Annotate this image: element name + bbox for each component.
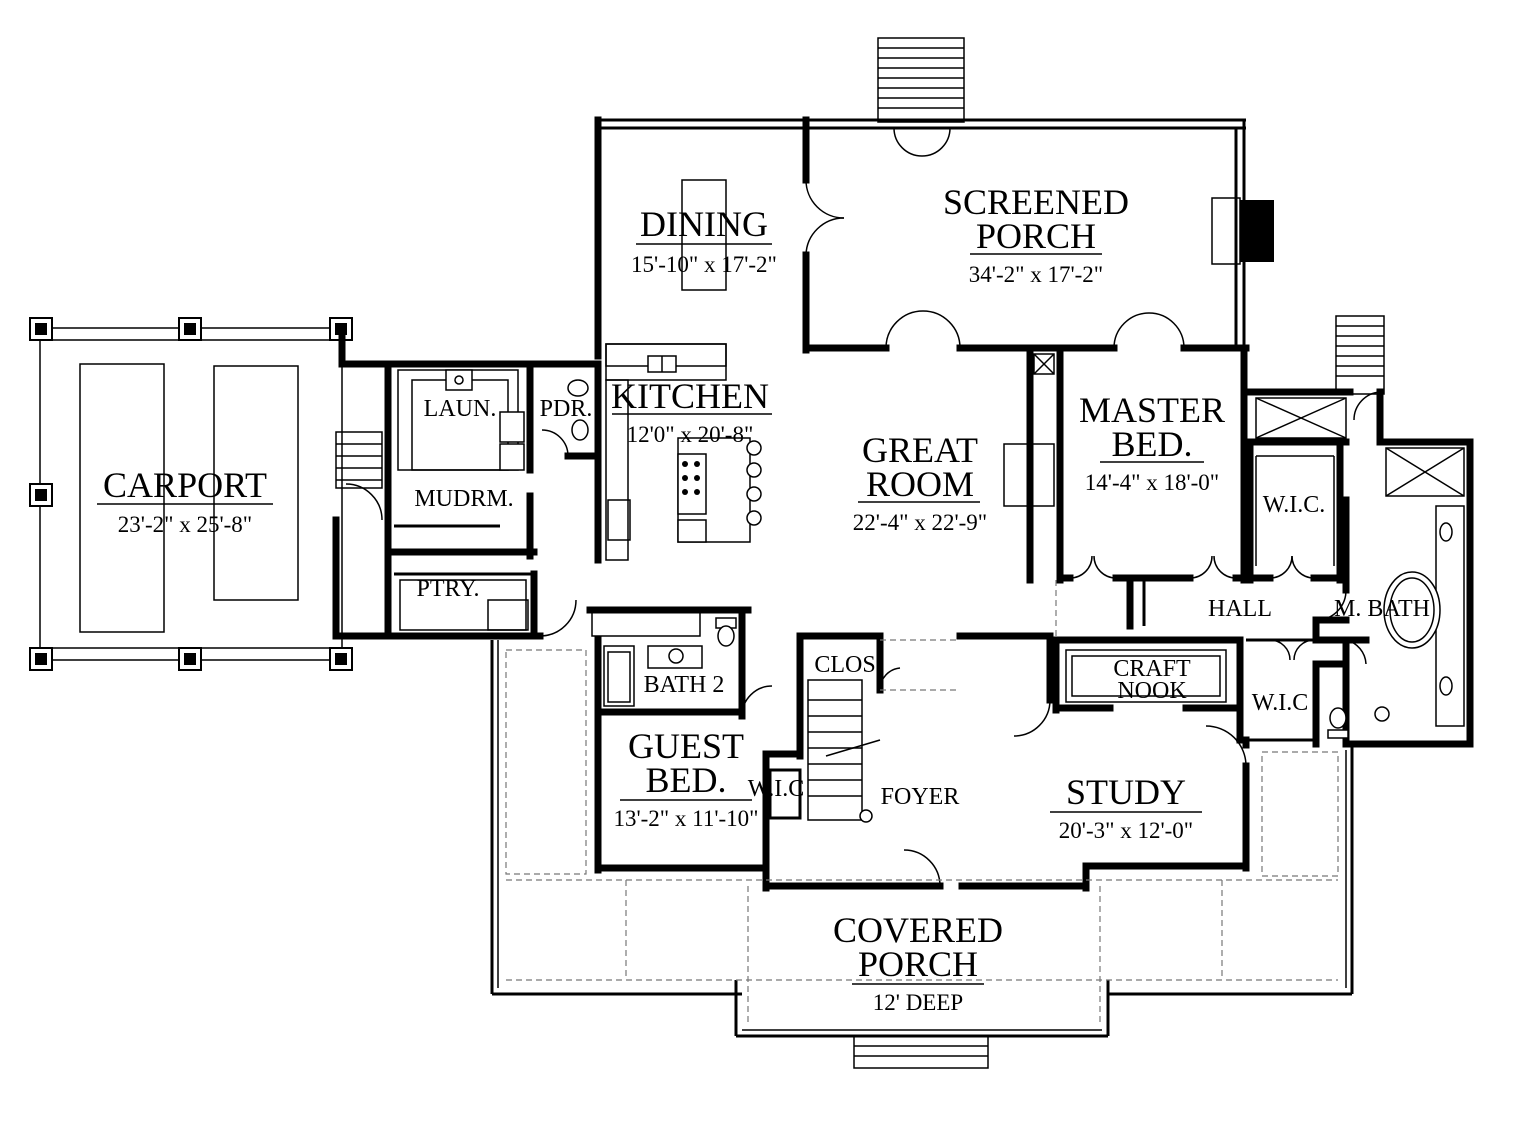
carport-posts bbox=[29, 317, 353, 671]
pantry-label: PTRY. bbox=[417, 576, 480, 602]
wic-master-label: W.I.C. bbox=[1263, 492, 1325, 518]
foyer-label: FOYER bbox=[881, 784, 960, 810]
master-bath-label: M. BATH bbox=[1334, 596, 1430, 622]
screened-porch-label: SCREENED PORCH 34'-2" x 17'-2" bbox=[943, 182, 1129, 287]
laundry-label: LAUN. bbox=[424, 396, 497, 422]
hall-label: HALL bbox=[1208, 596, 1272, 622]
guest-bed-label: GUEST BED. 13'-2" x 11'-10" bbox=[613, 726, 758, 831]
great-room-dims: 22'-4" x 22'-9" bbox=[853, 510, 987, 535]
master-bed-name-1: MASTER bbox=[1079, 390, 1225, 430]
master-bed-label: MASTER BED. 14'-4" x 18'-0" bbox=[1079, 390, 1225, 495]
study-label: STUDY 20'-3" x 12'-0" bbox=[1050, 772, 1202, 843]
wic-guest: W.I.C bbox=[748, 768, 804, 820]
wic-guest-label: W.I.C bbox=[748, 776, 804, 802]
closet-label: CLOS. bbox=[814, 652, 881, 678]
kitchen-fixtures bbox=[605, 179, 762, 561]
door-swings bbox=[345, 127, 1381, 887]
covered-porch-name-2: PORCH bbox=[858, 944, 978, 984]
bath2-label: BATH 2 bbox=[644, 672, 725, 698]
parking-space-left bbox=[79, 363, 165, 633]
carport-dims: 23'-2" x 25'-8" bbox=[118, 512, 252, 537]
carport-name: CARPORT bbox=[103, 465, 267, 505]
dining-dims: 15'-10" x 17'-2" bbox=[631, 252, 777, 277]
master-bed-dims: 14'-4" x 18'-0" bbox=[1085, 470, 1219, 495]
screened-porch-name-2: PORCH bbox=[976, 216, 1096, 256]
kitchen-label: KITCHEN 12'0" x 20'-8" bbox=[611, 376, 772, 447]
covered-porch-structure bbox=[490, 580, 1354, 1069]
kitchen-name: KITCHEN bbox=[611, 376, 769, 416]
screened-porch-name-1: SCREENED bbox=[943, 182, 1129, 222]
guest-bed-dims: 13'-2" x 11'-10" bbox=[613, 806, 758, 831]
great-room-label: GREAT ROOM 22'-4" x 22'-9" bbox=[853, 430, 987, 535]
foyer-stair bbox=[807, 679, 881, 823]
laundry-fixtures bbox=[335, 369, 589, 631]
guest-bed-name-2: BED. bbox=[646, 760, 727, 800]
bath2-fixtures bbox=[591, 609, 737, 707]
dining-label: DINING 15'-10" x 17'-2" bbox=[631, 204, 777, 277]
mudroom-label: MUDRM. bbox=[414, 486, 513, 512]
rear-steps bbox=[877, 37, 965, 123]
craft-nook-name-2: NOOK bbox=[1117, 678, 1187, 704]
study-dims: 20'-3" x 12'-0" bbox=[1059, 818, 1193, 843]
parking-space-right bbox=[213, 365, 299, 601]
study-name: STUDY bbox=[1066, 772, 1186, 812]
covered-porch-name-1: COVERED bbox=[833, 910, 1003, 950]
screened-porch-dims: 34'-2" x 17'-2" bbox=[969, 262, 1103, 287]
carport-structure bbox=[29, 317, 353, 671]
covered-porch-depth: 12' DEEP bbox=[873, 990, 963, 1015]
kitchen-dims: 12'0" x 20'-8" bbox=[627, 422, 754, 447]
exterior-walls bbox=[332, 116, 1474, 892]
powder-label: PDR. bbox=[540, 396, 593, 422]
craft-nook-name-1: CRAFT bbox=[1113, 656, 1191, 682]
covered-porch-label: COVERED PORCH 12' DEEP bbox=[833, 910, 1003, 1015]
great-room-name-2: ROOM bbox=[866, 464, 974, 504]
dining-name: DINING bbox=[640, 204, 768, 244]
great-room-name-1: GREAT bbox=[862, 430, 978, 470]
master-bed-name-2: BED. bbox=[1112, 424, 1193, 464]
guest-bed-name-1: GUEST bbox=[628, 726, 744, 766]
carport-label: CARPORT 23'-2" x 25'-8" bbox=[97, 465, 273, 537]
craft-nook-label: CRAFT NOOK bbox=[1113, 656, 1191, 704]
wic-bath-label: W.I.C bbox=[1252, 690, 1308, 716]
